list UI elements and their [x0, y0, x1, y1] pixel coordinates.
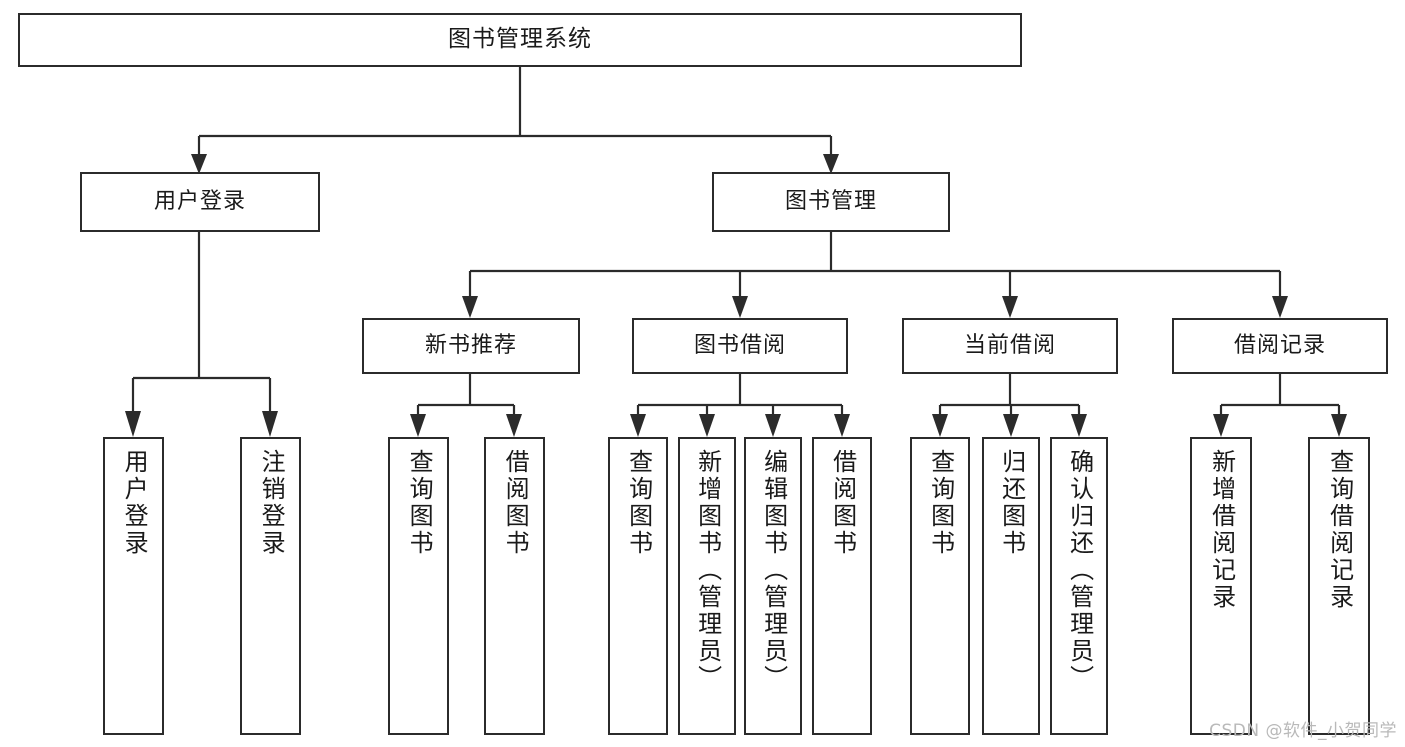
node-borrow-book-a-label: 借阅图书	[501, 449, 530, 557]
node-root-system[interactable]: 图书管理系统	[18, 13, 1022, 67]
node-borrow-record[interactable]: 借阅记录	[1172, 318, 1388, 374]
node-query-book-b-label: 查询图书	[624, 449, 653, 557]
node-book-borrow[interactable]: 图书借阅	[632, 318, 848, 374]
csdn-watermark: CSDN @软件_小贺同学	[1209, 721, 1397, 741]
node-edit-book-admin[interactable]: 编辑图书（管理员）	[744, 437, 802, 735]
node-confirm-return-admin[interactable]: 确认归还（管理员）	[1050, 437, 1108, 735]
node-logout-leaf-label: 注销登录	[257, 449, 286, 557]
node-add-borrow-record-label: 新增借阅记录	[1207, 449, 1236, 611]
arrowhead-book-management	[823, 154, 839, 174]
arrowhead-borrow-book-a	[506, 414, 522, 437]
node-add-book-admin-label: 新增图书（管理员）	[693, 449, 722, 692]
arrowhead-query-book-c	[932, 414, 948, 437]
node-query-book-c[interactable]: 查询图书	[910, 437, 970, 735]
node-add-borrow-record[interactable]: 新增借阅记录	[1190, 437, 1252, 735]
node-add-book-admin[interactable]: 新增图书（管理员）	[678, 437, 736, 735]
node-new-book-recommend-label: 新书推荐	[424, 333, 517, 359]
node-borrow-record-label: 借阅记录	[1233, 333, 1326, 359]
arrowhead-logout-leaf	[262, 411, 278, 437]
node-edit-book-admin-label: 编辑图书（管理员）	[759, 449, 788, 692]
node-borrow-book-b[interactable]: 借阅图书	[812, 437, 872, 735]
node-query-borrow-record-label: 查询借阅记录	[1325, 449, 1354, 611]
arrowhead-borrow-record	[1272, 296, 1288, 318]
arrowhead-query-book-b	[630, 414, 646, 437]
arrowhead-borrow-book-b	[834, 414, 850, 437]
node-logout-leaf[interactable]: 注销登录	[240, 437, 301, 735]
node-book-management-label: 图书管理	[784, 189, 877, 215]
node-root-label: 图书管理系统	[448, 26, 592, 53]
node-user-login-leaf-label: 用户登录	[120, 449, 149, 557]
arrowhead-user-login	[191, 154, 207, 174]
arrowhead-add-book-admin	[699, 414, 715, 437]
node-borrow-book-b-label: 借阅图书	[828, 449, 857, 557]
node-query-book-c-label: 查询图书	[926, 449, 955, 557]
arrowhead-add-borrow-record	[1213, 414, 1229, 437]
node-current-borrow[interactable]: 当前借阅	[902, 318, 1118, 374]
node-new-book-recommend[interactable]: 新书推荐	[362, 318, 580, 374]
node-book-borrow-label: 图书借阅	[693, 333, 786, 359]
arrowhead-query-book-a	[410, 414, 426, 437]
arrowhead-return-book	[1003, 414, 1019, 437]
node-confirm-return-admin-label: 确认归还（管理员）	[1065, 449, 1094, 692]
node-query-book-a[interactable]: 查询图书	[388, 437, 449, 735]
node-return-book[interactable]: 归还图书	[982, 437, 1040, 735]
node-user-login[interactable]: 用户登录	[80, 172, 320, 232]
arrowhead-edit-book-admin	[765, 414, 781, 437]
node-borrow-book-a[interactable]: 借阅图书	[484, 437, 545, 735]
node-user-login-leaf[interactable]: 用户登录	[103, 437, 164, 735]
node-query-book-b[interactable]: 查询图书	[608, 437, 668, 735]
arrowhead-book-borrow	[732, 296, 748, 318]
node-query-borrow-record[interactable]: 查询借阅记录	[1308, 437, 1370, 735]
arrowhead-confirm-return-admin	[1071, 414, 1087, 437]
arrowhead-current-borrow	[1002, 296, 1018, 318]
arrowhead-new-book-recommend	[462, 296, 478, 318]
node-current-borrow-label: 当前借阅	[963, 333, 1056, 359]
node-book-management[interactable]: 图书管理	[712, 172, 950, 232]
node-user-login-label: 用户登录	[153, 189, 246, 215]
node-return-book-label: 归还图书	[997, 449, 1026, 557]
arrowhead-query-borrow-record	[1331, 414, 1347, 437]
node-query-book-a-label: 查询图书	[405, 449, 434, 557]
arrowhead-user-login-leaf	[125, 411, 141, 437]
